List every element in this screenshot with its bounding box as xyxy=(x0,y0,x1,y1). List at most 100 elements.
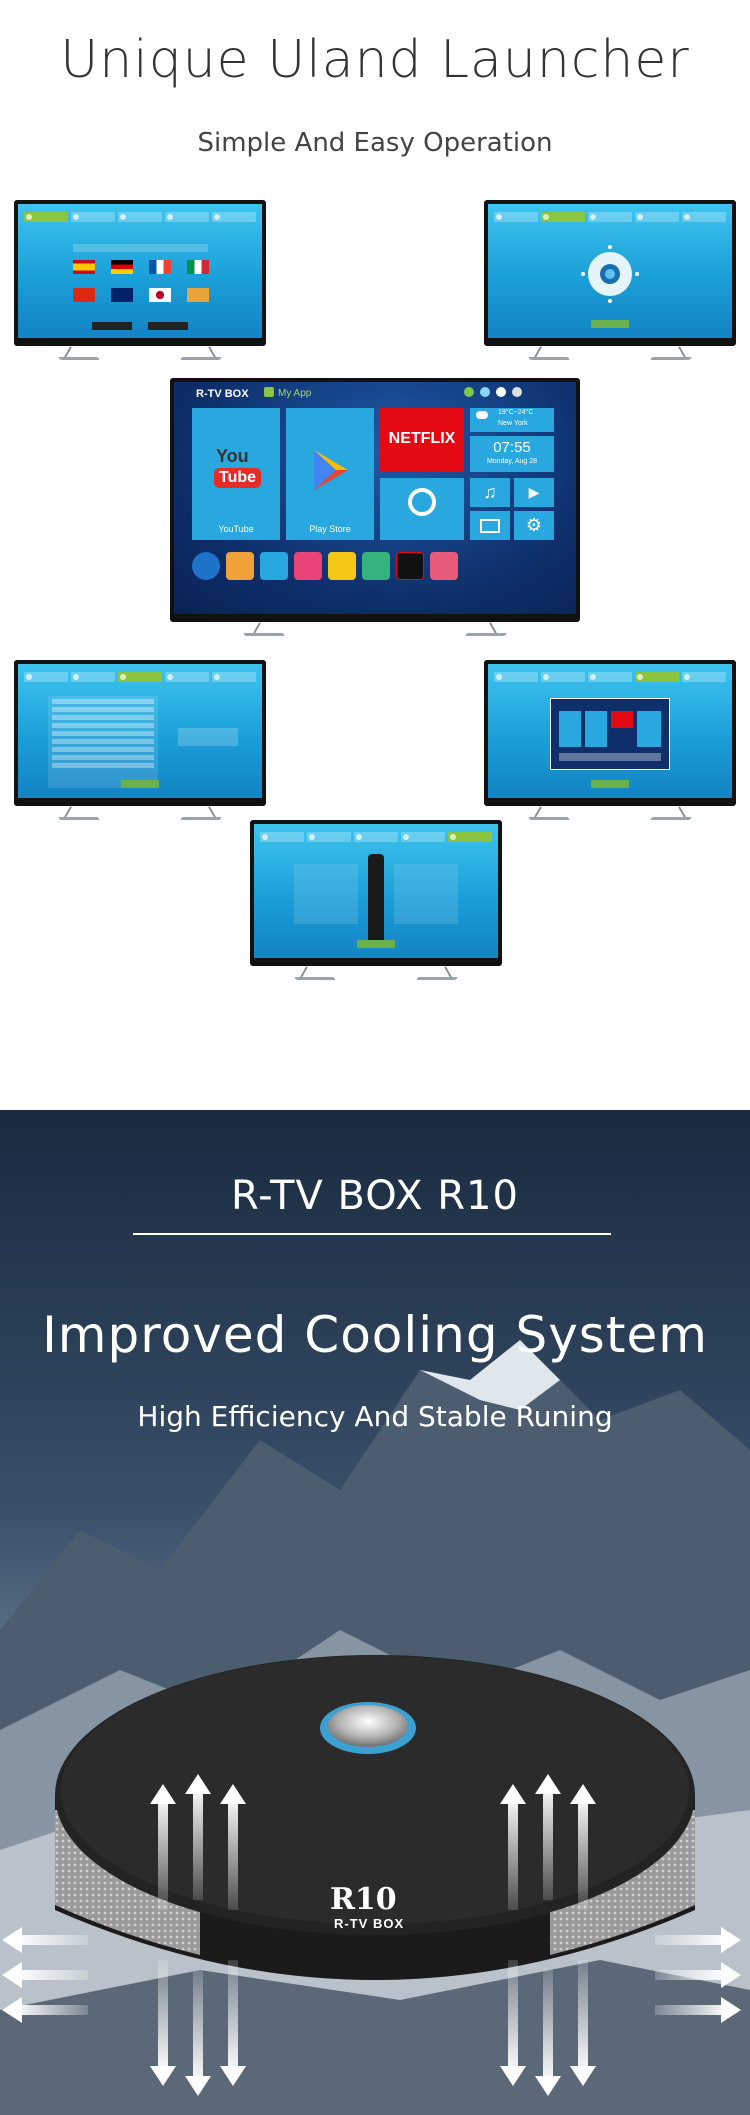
remote-instructions-right xyxy=(394,864,458,924)
flag-uk[interactable] xyxy=(111,288,133,302)
up-arrows-left xyxy=(150,1774,246,1910)
list-item[interactable] xyxy=(52,731,154,736)
tile-play-store[interactable]: Play Store xyxy=(286,408,374,540)
usb-icon xyxy=(496,387,506,397)
step-wifi xyxy=(118,212,162,222)
dock-recycle-icon[interactable] xyxy=(430,552,458,580)
dock-play-icon[interactable] xyxy=(328,552,356,580)
tile-music[interactable]: ♫ xyxy=(470,478,510,507)
right-arrows xyxy=(655,1927,741,2023)
dock-compass-icon[interactable] xyxy=(192,552,220,580)
language-screen xyxy=(18,204,262,338)
menu-my-app[interactable]: My App xyxy=(278,388,312,399)
flag-germany[interactable] xyxy=(111,260,133,274)
flag-more[interactable] xyxy=(187,288,209,302)
tv-screen-zoom-setup xyxy=(484,200,736,360)
folder-icon xyxy=(480,519,500,533)
step-wifi xyxy=(118,672,162,682)
remote-control-image xyxy=(368,854,384,946)
tile-youtube[interactable]: You Tube YouTube xyxy=(192,408,280,540)
clock-date: Monday, Aug 28 xyxy=(486,458,538,465)
list-item[interactable] xyxy=(52,763,154,768)
flag-spain[interactable] xyxy=(73,260,95,274)
wifi-network-list[interactable] xyxy=(48,696,158,788)
launcher-preview[interactable] xyxy=(550,698,670,770)
music-note-icon: ♫ xyxy=(483,482,497,502)
setup-steps xyxy=(494,212,726,222)
next-button[interactable] xyxy=(121,780,159,788)
apps-grid-icon[interactable] xyxy=(264,387,274,397)
remote-screen xyxy=(254,824,498,958)
list-item[interactable] xyxy=(52,723,154,728)
screen-zoom-screen xyxy=(488,204,732,338)
step-wifi xyxy=(588,212,632,222)
tile-files[interactable] xyxy=(470,511,510,540)
list-item[interactable] xyxy=(52,739,154,744)
flag-china[interactable] xyxy=(73,288,95,302)
next-button[interactable] xyxy=(148,322,188,330)
back-button[interactable] xyxy=(92,322,132,330)
cooling-banner: R-TV BOX R10 Improved Cooling System Hig… xyxy=(0,1110,750,2115)
tile-weather[interactable]: 19°C~24°C New York xyxy=(470,408,554,432)
dock-folder-icon[interactable] xyxy=(260,552,288,580)
step-network xyxy=(448,832,492,842)
product-name: R-TV BOX R10 xyxy=(231,1173,519,1219)
clock-time: 07:55 xyxy=(493,439,531,456)
dock-monkey-icon[interactable] xyxy=(226,552,254,580)
remote-instructions-left xyxy=(294,864,358,924)
launcher-choice-screen xyxy=(488,664,732,798)
tv-wifi-setup xyxy=(14,660,266,820)
welcome-banner xyxy=(73,244,208,252)
netflix-logo: NETFLIX xyxy=(388,430,456,447)
tile-settings[interactable]: ⚙ xyxy=(514,511,554,540)
setup-steps xyxy=(24,672,256,682)
list-item[interactable] xyxy=(52,755,154,760)
finish-button[interactable] xyxy=(357,940,395,948)
tile-browser[interactable] xyxy=(380,478,464,540)
list-item[interactable] xyxy=(52,715,154,720)
list-item[interactable] xyxy=(52,707,154,712)
wifi-screen xyxy=(18,664,262,798)
tile-youtube-label: YouTube xyxy=(218,524,254,534)
step-network xyxy=(682,672,726,682)
step-language xyxy=(494,212,538,222)
dock-netflix-icon[interactable] xyxy=(396,552,424,580)
list-item[interactable] xyxy=(52,699,154,704)
next-button[interactable] xyxy=(591,780,629,788)
device-logo-r10: R10 xyxy=(330,1882,397,1917)
tv-launcher-setup xyxy=(484,660,736,820)
dock-tools-icon[interactable] xyxy=(362,552,390,580)
step-screen-zoom xyxy=(541,672,585,682)
airflow-arrows xyxy=(2,1774,741,2096)
step-language xyxy=(24,672,68,682)
setup-steps xyxy=(24,212,256,222)
play-store-icon xyxy=(314,450,348,490)
step-launcher xyxy=(635,212,679,222)
connection-status xyxy=(178,728,238,746)
step-language xyxy=(24,212,68,222)
tv-language-setup xyxy=(14,200,266,360)
flag-france[interactable] xyxy=(149,260,171,274)
flag-italy[interactable] xyxy=(187,260,209,274)
app-dock xyxy=(192,552,554,582)
down-arrows-right xyxy=(500,1960,596,2096)
list-item[interactable] xyxy=(52,747,154,752)
dock-music-icon[interactable] xyxy=(294,552,322,580)
weather-temp: 19°C~24°C xyxy=(498,409,534,416)
step-launcher xyxy=(635,672,679,682)
ok-button[interactable] xyxy=(591,320,629,328)
weather-city: New York xyxy=(498,420,528,427)
remote-dpad-icon xyxy=(581,245,639,303)
flag-japan[interactable] xyxy=(149,288,171,302)
tile-video[interactable]: ▶ xyxy=(514,478,554,507)
tile-netflix[interactable]: NETFLIX xyxy=(380,408,464,472)
step-language xyxy=(260,832,304,842)
settings-status-icon xyxy=(512,387,522,397)
left-arrows xyxy=(2,1927,88,2023)
gear-icon: ⚙ xyxy=(525,515,543,535)
step-language xyxy=(494,672,538,682)
step-launcher xyxy=(401,832,445,842)
launcher-brand: R-TV BOX xyxy=(196,388,249,400)
page-title: Unique Uland Launcher xyxy=(60,30,690,90)
title-divider xyxy=(133,1233,611,1235)
